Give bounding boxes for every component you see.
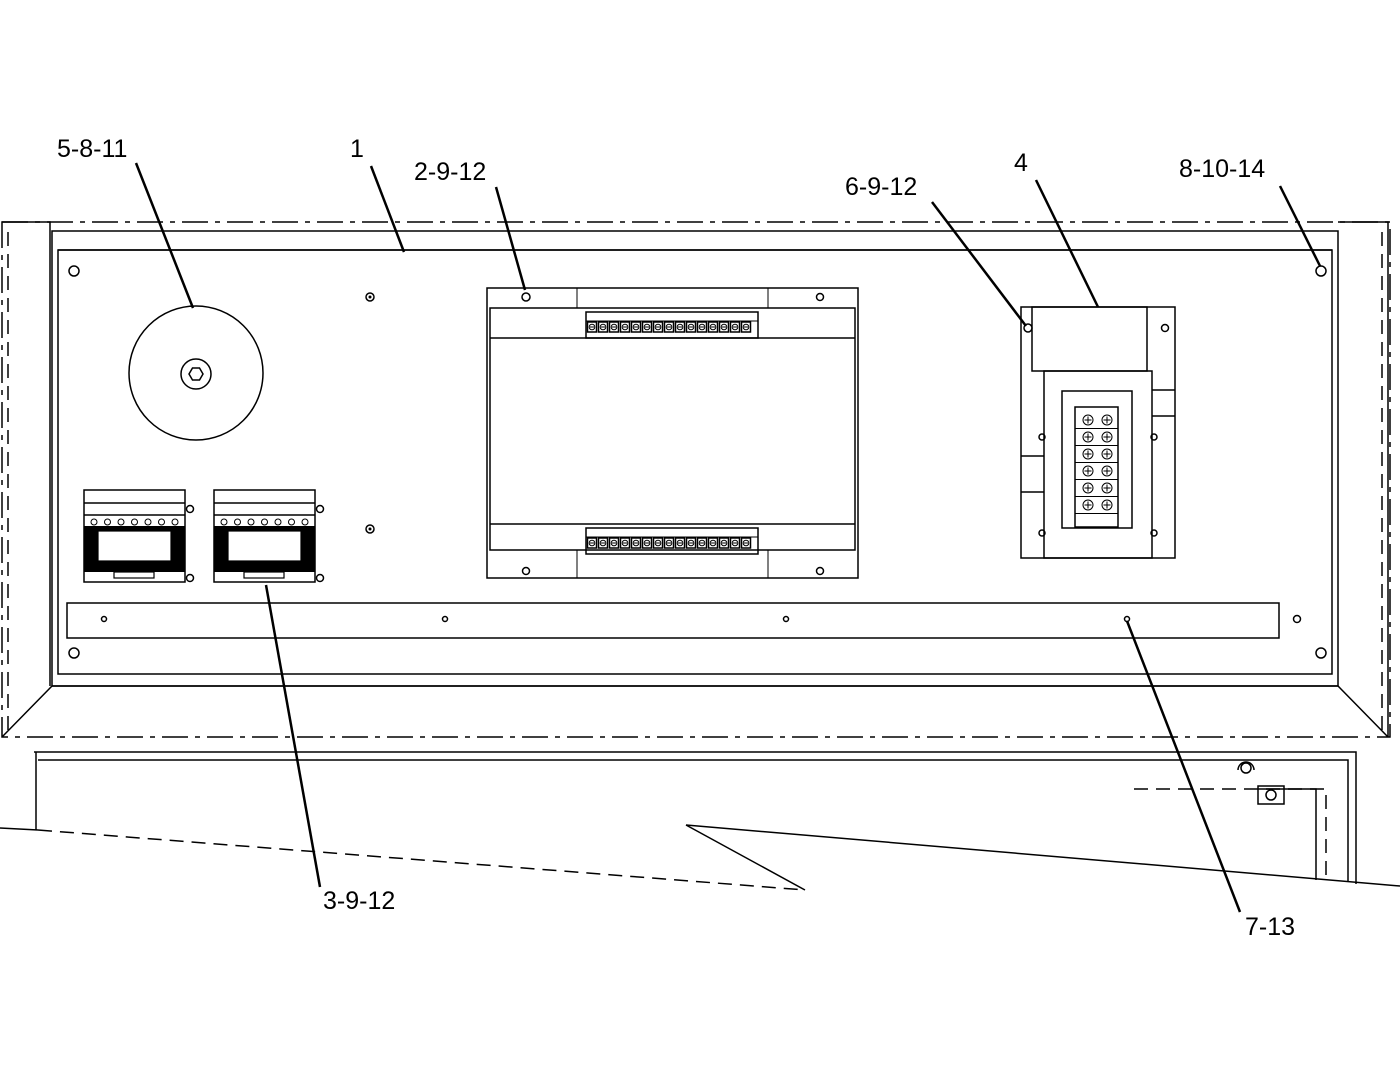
callout-3-9-12: 3-9-12 <box>323 887 395 915</box>
leader-6-9-12 <box>931 201 1027 327</box>
leader-5-8-11 <box>134 162 195 309</box>
round-disc-component <box>128 305 264 441</box>
callout-1: 1 <box>350 135 364 163</box>
callout-2-9-12: 2-9-12 <box>414 158 486 186</box>
mounting-hole <box>1292 614 1302 624</box>
screw <box>365 524 375 534</box>
lower-cabinet-frame <box>0 751 1400 891</box>
leader-4 <box>1034 179 1100 308</box>
controller-module <box>486 287 859 579</box>
screw <box>365 292 375 302</box>
callout-4: 4 <box>1014 149 1028 177</box>
terminal-screws <box>1075 414 1118 514</box>
callout-5-8-11: 5-8-11 <box>57 135 127 163</box>
callout-7-13: 7-13 <box>1245 913 1295 941</box>
relay-module <box>213 489 316 583</box>
terminal-block-assembly <box>1020 306 1176 559</box>
din-rail <box>66 602 1280 639</box>
leader-7-13 <box>1125 620 1242 913</box>
back-panel <box>51 230 1339 687</box>
callout-8-10-14: 8-10-14 <box>1179 155 1265 183</box>
leader-lines <box>134 162 1322 913</box>
mounting-hole <box>68 647 80 659</box>
terminal-strip-bottom <box>585 527 759 555</box>
relay-module <box>83 489 186 583</box>
leader-2-9-12 <box>494 186 527 291</box>
enclosure-outline <box>1 221 1391 738</box>
leader-1 <box>369 165 406 253</box>
terminal-strip-top <box>585 311 759 339</box>
callout-labels: 5-8-11 1 2-9-12 6-9-12 4 8-10-14 3-9-12 … <box>57 135 1295 941</box>
leader-8-10-14 <box>1278 185 1322 267</box>
callout-6-9-12: 6-9-12 <box>845 173 917 201</box>
mounting-hole <box>1315 265 1327 277</box>
mounting-hole <box>68 265 80 277</box>
mounting-hole <box>1315 647 1327 659</box>
leader-3-9-12 <box>264 584 322 888</box>
